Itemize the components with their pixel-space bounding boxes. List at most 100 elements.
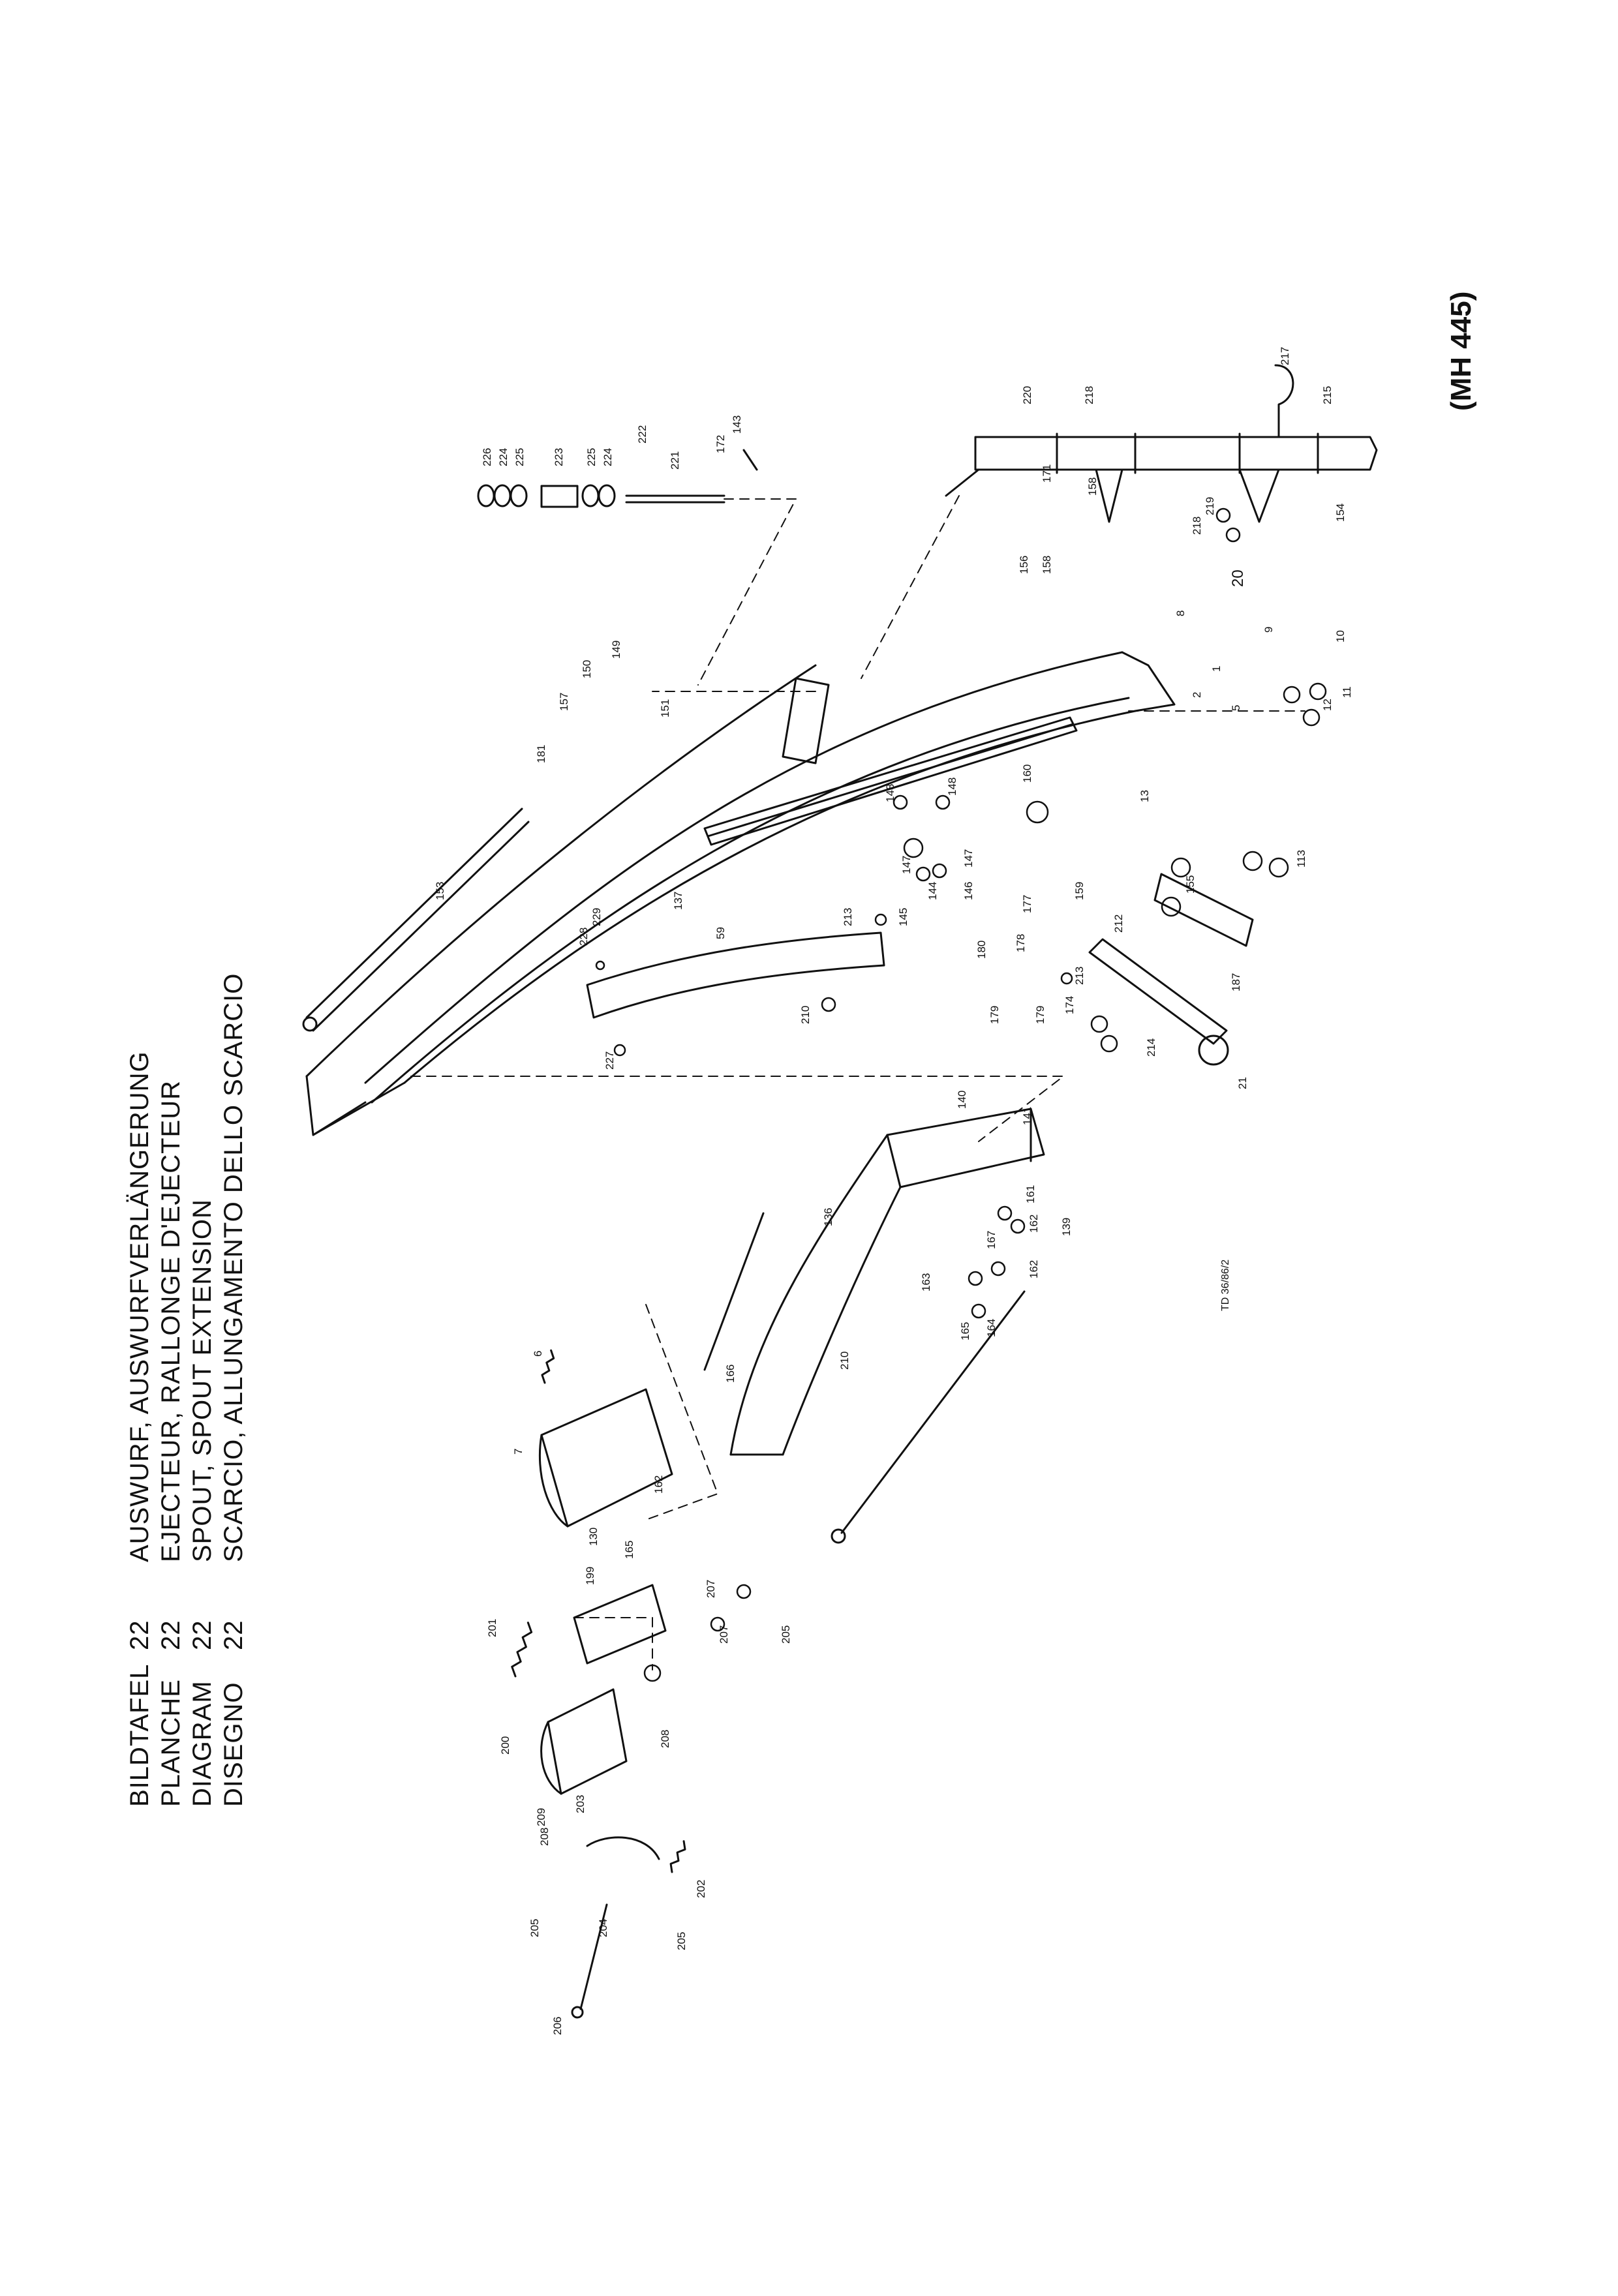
spring-201: [511, 1622, 533, 1678]
callout-label: 178: [1015, 934, 1027, 952]
callout-label: 154: [1334, 504, 1347, 522]
callout-label: 210: [799, 1006, 812, 1024]
callout-label: 156: [1018, 556, 1030, 574]
callout-label: 207: [705, 1580, 717, 1598]
callout-label: 205: [780, 1625, 792, 1644]
callout-label: 161: [1024, 1185, 1037, 1203]
callout-label: 165: [959, 1322, 971, 1340]
callout-label: 180: [975, 941, 988, 959]
callout-label: 144: [926, 882, 939, 900]
callout-label: 179: [988, 1006, 1001, 1024]
callout-label: 136: [822, 1208, 834, 1226]
callout-label: 162: [1028, 1260, 1040, 1278]
callout-label: 218: [1191, 517, 1203, 535]
callout-label: 206: [551, 2017, 564, 2035]
callout-label: 8: [1174, 611, 1187, 616]
callout-label: 177: [1021, 895, 1033, 913]
callout-label: 147: [962, 849, 975, 868]
callout-label: 158: [1086, 477, 1099, 496]
callout-label: 155: [1184, 875, 1197, 894]
callout-label: 145: [897, 908, 909, 926]
callout-label: 153: [434, 882, 446, 900]
callout-label: 21: [1236, 1077, 1249, 1089]
callout-label: 163: [920, 1273, 932, 1292]
callout-label: 157: [558, 693, 570, 711]
callout-label: 201: [486, 1619, 498, 1637]
callout-label: 20: [1229, 569, 1247, 587]
callout-label: 9: [1262, 627, 1275, 633]
callout-label: 221: [669, 451, 681, 470]
callout-label: 12: [1321, 699, 1334, 711]
callout-label: 147: [900, 856, 913, 874]
callout-label: 167: [985, 1231, 998, 1249]
link-rod: [703, 1212, 765, 1371]
callout-label: 165: [623, 1541, 635, 1559]
callout-label: 203: [574, 1795, 587, 1813]
spout-main-arm: [305, 651, 1176, 1136]
callout-label: 210: [838, 1352, 851, 1370]
callout-label: 143: [731, 415, 743, 434]
callout-label: 209: [535, 1808, 547, 1826]
callout-label: 220: [1021, 386, 1033, 404]
callout-label: 214: [1145, 1038, 1157, 1057]
callout-label: 162: [1028, 1215, 1040, 1233]
lever-arm: [1088, 873, 1254, 1066]
callout-label: 160: [1021, 764, 1033, 783]
callout-label: 181: [535, 745, 547, 763]
callout-label: 215: [1321, 386, 1334, 404]
callout-label: 213: [1073, 967, 1086, 985]
callout-label: 174: [1063, 996, 1076, 1014]
callout-label: 166: [724, 1365, 737, 1383]
callout-label: 217: [1279, 347, 1291, 365]
callout-label: 13: [1138, 790, 1151, 802]
callout-label: 5: [1230, 705, 1242, 711]
callout-label: 200: [499, 1736, 511, 1755]
callout-label: 208: [659, 1730, 671, 1748]
callout-label: 139: [1060, 1218, 1073, 1236]
callout-label: 226: [481, 448, 493, 466]
callout-label: 212: [1112, 914, 1125, 933]
callout-label: 149: [610, 641, 622, 659]
deflector-strip: [703, 716, 1078, 846]
callout-label: 219: [1204, 497, 1216, 515]
callout-label: 224: [497, 448, 510, 466]
callout-label: 159: [1073, 882, 1086, 900]
callout-label: 7: [512, 1449, 525, 1455]
callout-label: 207: [718, 1625, 730, 1644]
callout-label: 1: [1210, 666, 1223, 672]
control-rod: [831, 1290, 1026, 1544]
callout-label: 164: [985, 1319, 998, 1337]
spout-extension-body: [729, 1108, 1045, 1456]
callout-label: 228: [577, 928, 590, 946]
callout-label: 59: [714, 927, 727, 939]
callout-label: 208: [538, 1828, 551, 1846]
callout-label: 151: [659, 699, 671, 718]
callout-label: 199: [584, 1567, 596, 1585]
callout-label: 2: [1191, 692, 1203, 698]
callout-label: 213: [842, 908, 854, 926]
callout-label: 223: [553, 448, 565, 466]
deflector-flap: [538, 1388, 673, 1528]
callout-label: 10: [1334, 630, 1347, 642]
hardware-stack: [477, 449, 758, 508]
spring-6: [541, 1349, 555, 1384]
callout-label: 187: [1230, 973, 1242, 991]
callout-label: 141: [1021, 1107, 1033, 1125]
callout-label: 150: [581, 660, 593, 678]
callout-label: 146: [962, 882, 975, 900]
callout-label: 113: [1295, 850, 1307, 868]
callout-label: 148: [884, 784, 896, 802]
hood-bracket: [540, 1584, 667, 1795]
callout-label: 11: [1341, 686, 1353, 698]
callout-label: 172: [714, 435, 727, 453]
callout-labels: 226 224 225 223 225 224 222 221 172 143 …: [434, 347, 1353, 2035]
callout-label: 224: [602, 448, 614, 466]
tie-rod: [302, 808, 530, 1032]
callout-label: 162: [652, 1475, 665, 1494]
callout-label: 204: [597, 1919, 609, 1937]
callout-label: 171: [1041, 464, 1053, 483]
callout-label: 205: [528, 1919, 541, 1937]
callout-label: 227: [603, 1051, 616, 1070]
small-hardware: [595, 507, 1327, 1682]
